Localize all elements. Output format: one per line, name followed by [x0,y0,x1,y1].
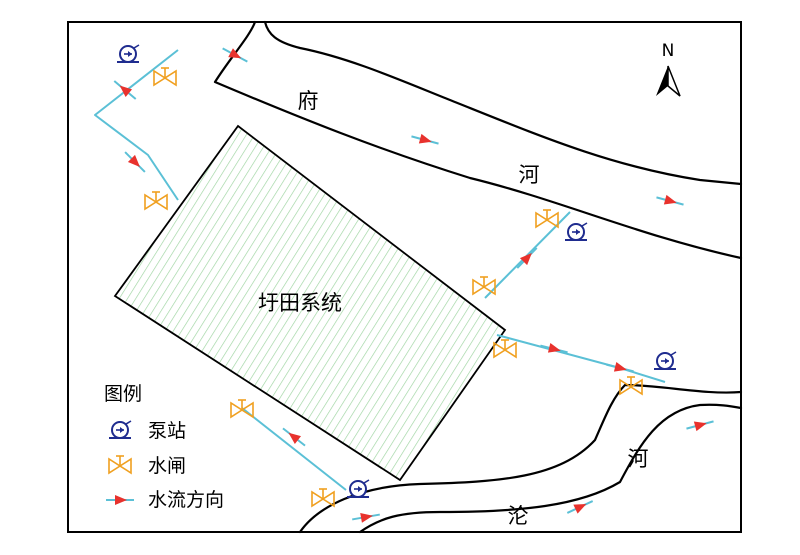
fu-river-south-bank [213,20,743,260]
legend-title: 图例 [104,383,142,405]
fu-river-north-bank [263,20,743,186]
sluice-gate-icon [311,488,335,507]
fu-river-label-1: 府 [298,89,319,113]
lun-river-east-bank [358,403,743,534]
lun-river-label-1: 河 [628,447,649,471]
canal-south-outlet [241,407,347,491]
sluice-gate-icon [230,399,254,418]
polder-area [113,124,507,482]
legend-arrow-label: 水流方向 [148,489,224,511]
flow-arrow-icon [684,415,716,435]
north-arrow-icon [656,65,681,97]
north-label: N [662,41,675,61]
canal-east-outlet [496,334,666,383]
flow-arrow-icon [654,191,686,211]
flow-arrow-icon [219,43,251,67]
legend-arrow-icon [105,494,135,506]
sluice-gate-icon [535,209,559,228]
legend-pump-label: 泵站 [148,420,186,442]
canal-northwest [94,49,179,201]
pump-station-icon [564,222,588,241]
fu-river-label-2: 河 [519,163,540,187]
legend-pump-icon [108,420,132,439]
map-frame [67,21,742,533]
legend: 图例 泵站 水闸 水流方向 [104,383,224,511]
polder-label: 圩田系统 [258,291,342,315]
flow-arrow-icon [278,423,310,451]
sluice-gate-icon [144,191,168,210]
sluice-gate-icon [472,276,496,295]
legend-gate-label: 水闸 [148,455,186,477]
flow-arrow-icon [538,339,570,359]
sluice-gate-icon [153,67,177,86]
pump-station-icon [346,479,370,498]
lun-river-label-2: 沦 [508,504,529,528]
pump-station-icon [653,351,677,370]
flow-arrow-icon [512,243,542,273]
flow-arrow-icon [409,130,441,150]
flow-arrow-icon [604,358,636,378]
legend-gate-icon [108,455,132,474]
pump-station-icon [116,44,140,63]
